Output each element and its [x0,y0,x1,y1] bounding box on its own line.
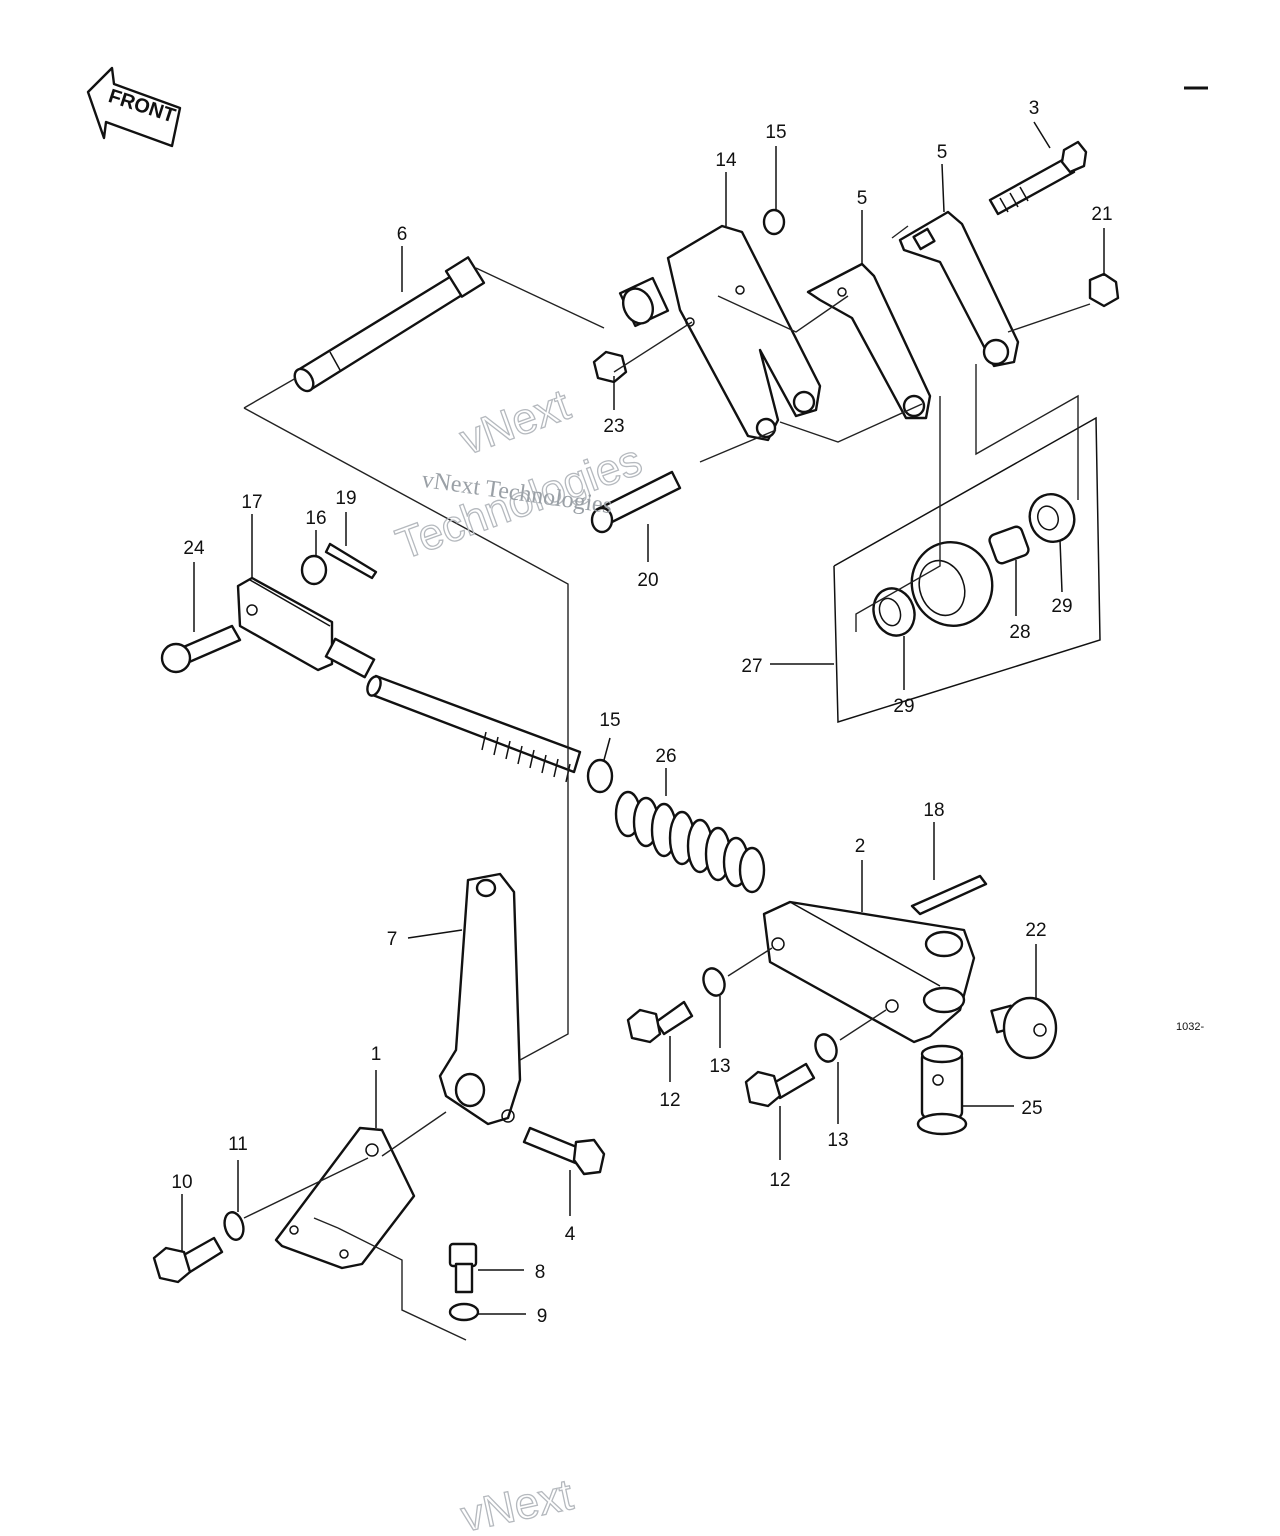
callout-5b: 5 [937,142,948,163]
callout-27: 27 [741,656,762,677]
callout-21: 21 [1091,204,1112,225]
callout-23: 23 [603,416,624,437]
washer-part-16 [300,554,328,586]
leader-lines [181,121,1105,1315]
callout-22: 22 [1025,920,1046,941]
washer-part-15-mid [586,758,614,794]
washer-part-13-bottom [814,1033,838,1063]
callout-12a: 12 [659,1090,680,1111]
watermark-outline-top: vNext [454,380,576,465]
callout-26: 26 [655,746,676,767]
bolt-part-10 [152,1236,224,1284]
assembly-part-27 [833,416,1101,724]
callout-1: 1 [371,1044,382,1065]
callout-6: 6 [397,224,408,245]
pin-part-24 [160,624,242,674]
callout-4: 4 [565,1224,576,1245]
washer-part-9 [448,1302,480,1322]
lever-part-14 [618,224,822,442]
callout-8: 8 [535,1262,546,1283]
plate-part-5-inner [806,262,932,420]
watermark-bottom-fragment: vNext [457,1470,577,1536]
washer-part-13-top [702,967,726,997]
bolt-part-8 [448,1242,478,1294]
clevis-part-17 [236,576,376,679]
cotter-pin-part-19 [324,542,378,580]
nut-part-21 [1088,272,1120,308]
callout-11: 11 [228,1134,248,1155]
callout-19: 19 [335,488,356,509]
assembly-lines [243,225,1091,1341]
callout-7: 7 [387,929,398,950]
callout-12b: 12 [769,1170,790,1191]
spring-part-26 [614,790,766,894]
callout-13b: 13 [827,1130,848,1151]
callout-17: 17 [241,492,262,513]
callout-18: 18 [923,800,944,821]
rod [366,674,582,783]
watermark: vNext Technologies vNext Technologies vN… [389,379,648,1536]
callout-28: 28 [1009,622,1030,643]
cap-part-22 [990,996,1058,1060]
callout-15b: 15 [599,710,620,731]
plate-part-5-outer [898,210,1020,368]
callout-14: 14 [715,150,737,171]
callout-25: 25 [1021,1098,1042,1119]
callout-9: 9 [537,1306,548,1327]
callout-10: 10 [171,1172,192,1193]
pin-part-25 [916,1044,968,1136]
callout-5a: 5 [857,188,868,209]
washer-part-15-top [762,208,786,236]
bolt-part-12-bottom [744,1062,816,1108]
callout-13a: 13 [709,1056,730,1077]
bolt-part-20 [590,470,682,534]
callout-29b: 29 [1051,596,1072,617]
bracket-part-1 [274,1126,416,1270]
callout-16: 16 [305,508,326,529]
callout-2: 2 [855,836,866,857]
washer-part-11 [223,1211,245,1241]
callout-15a: 15 [765,122,786,143]
nut-part-23 [592,350,628,384]
callout-20: 20 [637,570,658,591]
bolt-part-4 [522,1126,606,1176]
callout-3: 3 [1029,98,1040,119]
cotter-pin-part-18 [910,874,988,916]
callout-24: 24 [183,538,205,559]
shaft-part-6 [293,256,486,393]
callout-labels: 1 2 3 4 5 5 6 7 8 9 10 11 12 12 13 13 14… [171,98,1112,1327]
front-arrow-icon: FRONT [86,66,182,148]
bolt-part-12-top [626,1000,694,1044]
bolt-part-3 [988,140,1088,216]
arm-part-7 [438,872,522,1126]
bracket-part-2 [762,900,976,1044]
figure-code: 1032- [1176,1021,1204,1033]
callout-29a: 29 [893,696,914,717]
